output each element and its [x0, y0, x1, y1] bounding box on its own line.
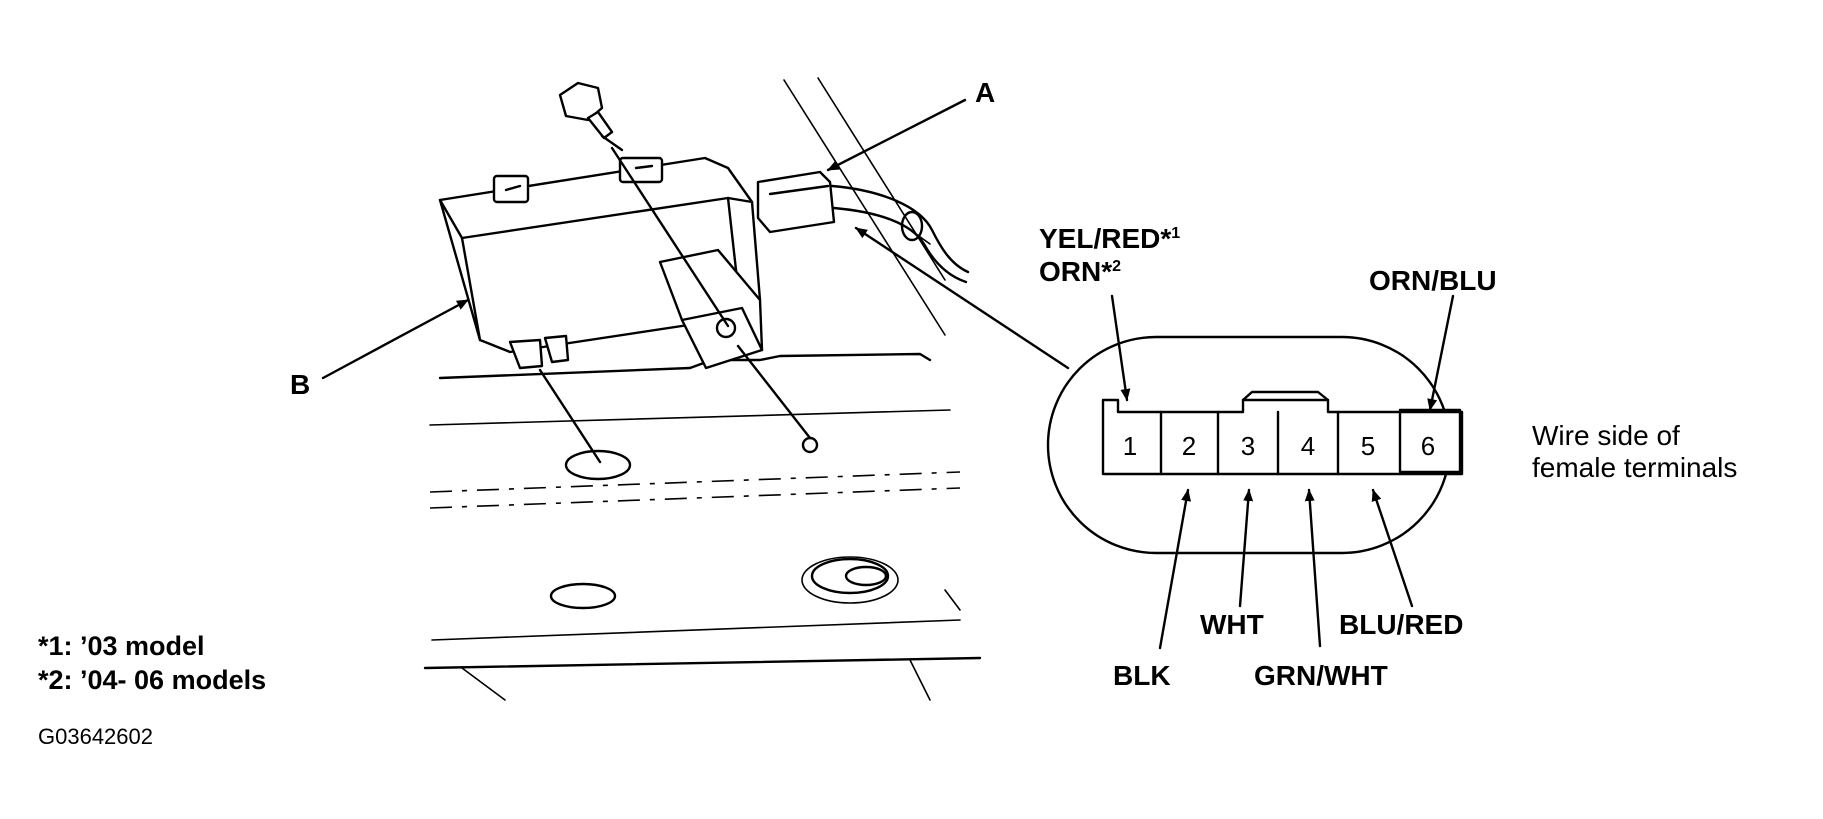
pin-leaders — [1110, 294, 1455, 650]
callout-b-arrow — [321, 298, 470, 380]
pin-2-number: 2 — [1182, 431, 1196, 461]
callout-arrows — [321, 98, 1070, 380]
pin-2-leader — [1158, 488, 1192, 650]
connector-face: 1 2 3 4 5 6 — [1046, 335, 1464, 555]
pin-3-leader — [1238, 488, 1254, 608]
pin-4-leader — [1304, 488, 1322, 648]
pin-1-leader — [1110, 294, 1131, 402]
pin-3-number: 3 — [1241, 431, 1255, 461]
control-unit-b — [438, 156, 812, 464]
pin-1-wire-color: YEL/RED*1 — [1039, 223, 1180, 254]
callout-b-label: B — [290, 369, 310, 400]
pin-3-wire-color: WHT — [1200, 609, 1264, 640]
model-note-2: *2: ’04- 06 models — [38, 665, 266, 695]
model-note-1: *1: ’03 model — [38, 631, 205, 661]
connector-a — [756, 170, 970, 284]
pin-5-leader — [1371, 488, 1414, 608]
callout-a-label: A — [975, 77, 995, 108]
connector-caption-line2: female terminals — [1532, 452, 1737, 483]
pin-1-number: 1 — [1123, 431, 1137, 461]
pin-6-number: 6 — [1421, 431, 1435, 461]
pin-4-wire-color: GRN/WHT — [1254, 660, 1388, 691]
pin-6-wire-color: ORN/BLU — [1369, 265, 1497, 296]
floor-panel — [423, 77, 982, 701]
callout-a-arrow — [826, 98, 967, 172]
pin-2-wire-color: BLK — [1113, 660, 1171, 691]
figure-id: G03642602 — [38, 724, 153, 749]
connector-zoom-arrow — [854, 226, 1070, 370]
bolt — [558, 81, 730, 328]
pin-5-wire-color: BLU/RED — [1339, 609, 1463, 640]
pin-6-leader — [1427, 294, 1455, 412]
connector-caption-line1: Wire side of — [1532, 420, 1680, 451]
pin-5-number: 5 — [1361, 431, 1375, 461]
pin-4-number: 4 — [1301, 431, 1315, 461]
pin-1-wire-color-alt: ORN*2 — [1039, 256, 1121, 287]
